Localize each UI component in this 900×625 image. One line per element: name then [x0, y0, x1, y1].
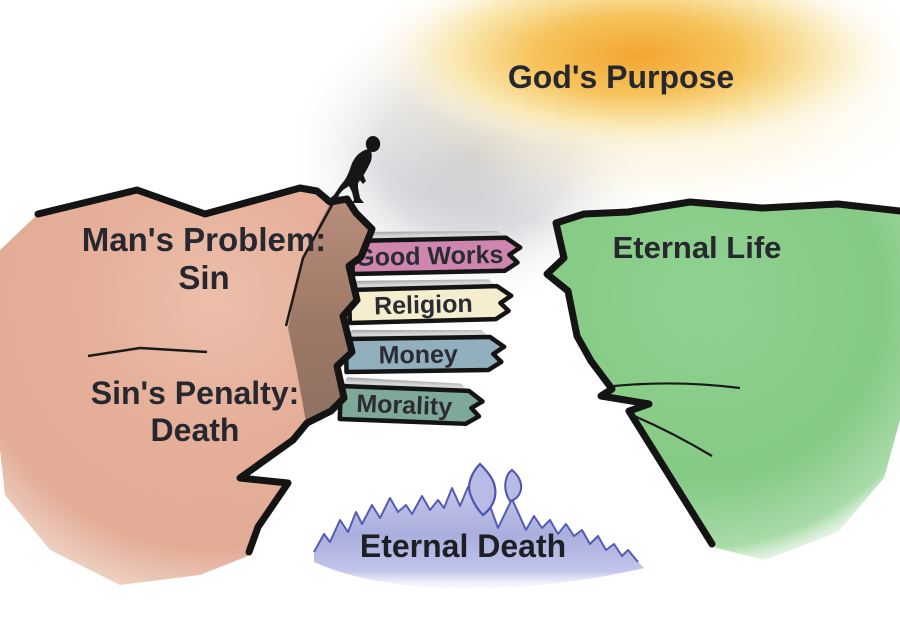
sins-penalty-label-line1: Sin's Penalty: — [91, 375, 300, 411]
right-cliff-outline — [543, 198, 900, 548]
left-cliff: Man's Problem: Sin Sin's Penalty: Death — [0, 184, 376, 585]
floating-flame-icon — [467, 462, 497, 517]
sign-label: Religion — [374, 290, 473, 321]
right-cliff-crack — [613, 382, 741, 390]
signs: Good Works Religion Money Morality — [337, 230, 523, 427]
abyss-flames — [313, 462, 644, 589]
sign-label: Money — [378, 340, 458, 369]
right-cliff: Eternal Life — [543, 198, 900, 560]
mans-problem-label-line2: Sin — [178, 259, 229, 296]
flames-fill — [314, 487, 644, 589]
sins-penalty-label-line2: Death — [151, 412, 240, 448]
sign-good-works: Good Works — [349, 230, 523, 277]
left-cliff-crack-2 — [87, 346, 208, 358]
eternal-life-label: Eternal Life — [613, 230, 782, 265]
floating-flame-small-icon — [504, 468, 523, 503]
sun-glow — [380, 0, 896, 153]
sign-plank-face — [343, 334, 507, 375]
sign-label: Morality — [356, 390, 453, 422]
sign-label: Good Works — [355, 241, 504, 272]
eternal-death-label: Eternal Death — [360, 528, 566, 564]
left-cliff-crack — [284, 193, 340, 327]
sign-money: Money — [343, 329, 507, 375]
gods-purpose-label: God's Purpose — [508, 59, 734, 95]
right-cliff-fill — [547, 202, 900, 560]
man-silhouette-icon — [325, 136, 381, 204]
sign-religion: Religion — [346, 279, 514, 326]
sign-plank-face — [349, 235, 523, 277]
left-cliff-outline — [34, 184, 376, 556]
sign-morality: Morality — [337, 377, 485, 427]
left-cliff-fill — [0, 188, 372, 585]
mans-problem-label-line1: Man's Problem: — [82, 221, 326, 258]
sign-plank-face — [346, 283, 514, 326]
sign-plank-face — [337, 383, 485, 427]
right-cliff-crack-2 — [631, 413, 713, 457]
